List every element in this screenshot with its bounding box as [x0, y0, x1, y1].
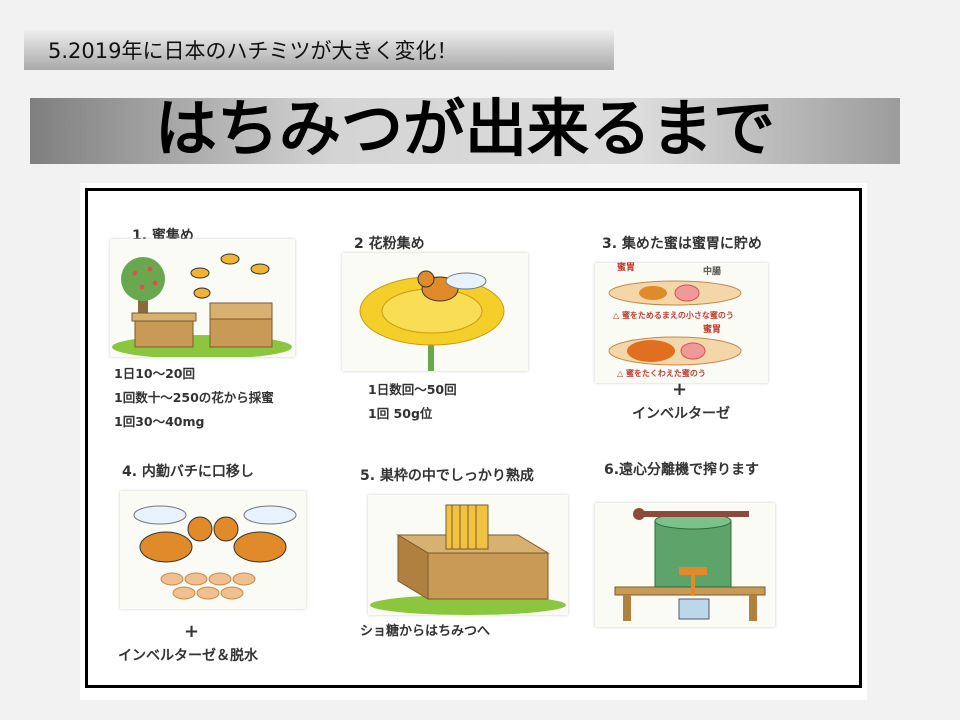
step3-enzyme: インベルターゼ	[632, 403, 730, 425]
step5-image	[368, 495, 568, 615]
step2-caption-2: 1回 50g位	[368, 403, 432, 425]
slide-title: はちみつが出来るまで	[30, 96, 900, 162]
step4-plus: +	[184, 621, 199, 642]
section-title: 5.2019年に日本のハチミツが大きく変化！	[48, 39, 457, 63]
title-bar: はちみつが出来るまで	[30, 98, 900, 164]
midgut-label: 中腸	[703, 261, 721, 283]
step2-label: 2 花粉集め	[354, 233, 425, 253]
step4-image	[120, 491, 306, 609]
step3-label: 3. 集めた蜜は蜜胃に貯め	[602, 233, 762, 253]
step2-caption-1: 1日数回～50回	[368, 379, 457, 401]
stomach-label-top: 蜜胃	[617, 257, 635, 279]
step1-caption-1: 1日10～20回	[114, 363, 195, 385]
process-illustration: 1. 蜜集め 1日10～20回 1回数十～250の花から採蜜 1回30～40mg…	[80, 183, 867, 700]
stored-sac-note: △ 蜜をたくわえた蜜のう	[617, 363, 706, 385]
section-title-bar: 5.2019年に日本のハチミツが大きく変化！	[24, 30, 614, 70]
step3-image: 蜜胃 中腸 △ 蜜をためるまえの小さな蜜のう 蜜胃 △ 蜜をたくわえた蜜のう	[595, 263, 768, 383]
step2-image	[342, 253, 528, 371]
step6-label: 6.遠心分離機で搾ります	[604, 459, 759, 479]
step6-image	[595, 503, 775, 627]
step1-image	[110, 239, 295, 357]
step5-caption: ショ糖からはちみつへ	[360, 621, 490, 643]
step4-enzyme: インベルターゼ＆脱水	[118, 645, 258, 667]
step1-caption-3: 1回30～40mg	[114, 411, 204, 433]
stomach-label-bottom: 蜜胃	[703, 319, 721, 341]
step4-label: 4. 内勤バチに口移し	[122, 461, 254, 481]
step3-plus: +	[672, 379, 687, 400]
step5-label: 5. 巣枠の中でしっかり熟成	[360, 465, 534, 485]
step1-caption-2: 1回数十～250の花から採蜜	[114, 387, 274, 409]
